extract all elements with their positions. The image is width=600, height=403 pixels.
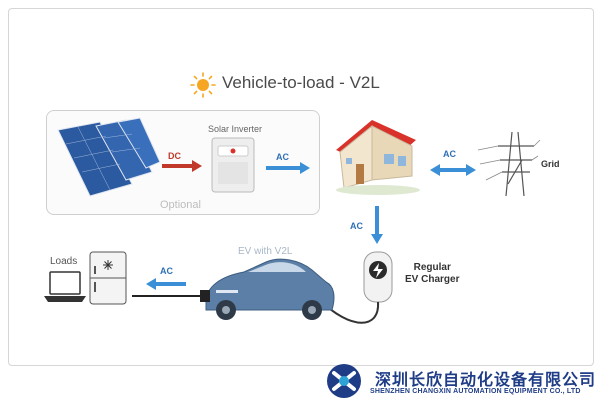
grid-pylon-icon (477, 131, 541, 197)
dc-label: DC (168, 151, 181, 161)
dc-arrow (162, 160, 202, 172)
loads-label: Loads (50, 256, 78, 267)
laptop-icon (44, 271, 86, 302)
ac-arrow-inverter-to-house (266, 162, 310, 174)
ac-arrow-house-grid (430, 164, 476, 176)
ac-label-inverter-house: AC (276, 152, 289, 162)
company-name-en: SHENZHEN CHANGXIN AUTOMATION EQUIPMENT C… (370, 388, 581, 395)
optional-label: Optional (160, 199, 201, 211)
v2l-cable (132, 290, 210, 302)
solar-inverter-label: Solar Inverter (208, 124, 263, 134)
ev-charger-label: Regular EV Charger (405, 262, 459, 286)
ac-arrow-ev-to-loads (146, 278, 186, 290)
ev-car-icon (205, 258, 335, 320)
ev-label: EV with V2L (238, 246, 293, 257)
ac-arrow-house-to-charger (371, 206, 383, 244)
grid-label: Grid (541, 159, 560, 169)
company-logo-icon (327, 364, 361, 398)
ac-label-house-grid: AC (443, 149, 456, 159)
diagram-title: Vehicle-to-load - V2L (222, 73, 380, 92)
ac-label-house-charger: AC (350, 221, 363, 231)
solar-inverter-icon (211, 137, 255, 193)
house-icon (336, 120, 420, 195)
ac-label-ev-loads: AC (160, 266, 173, 276)
fridge-icon (89, 251, 127, 305)
solar-panel-icon (57, 117, 161, 197)
company-name-cn: 深圳长欣自动化设备有限公司 (375, 372, 597, 389)
sun-icon (190, 72, 216, 98)
ev-charger-label-text: Regular EV Charger (405, 262, 460, 285)
